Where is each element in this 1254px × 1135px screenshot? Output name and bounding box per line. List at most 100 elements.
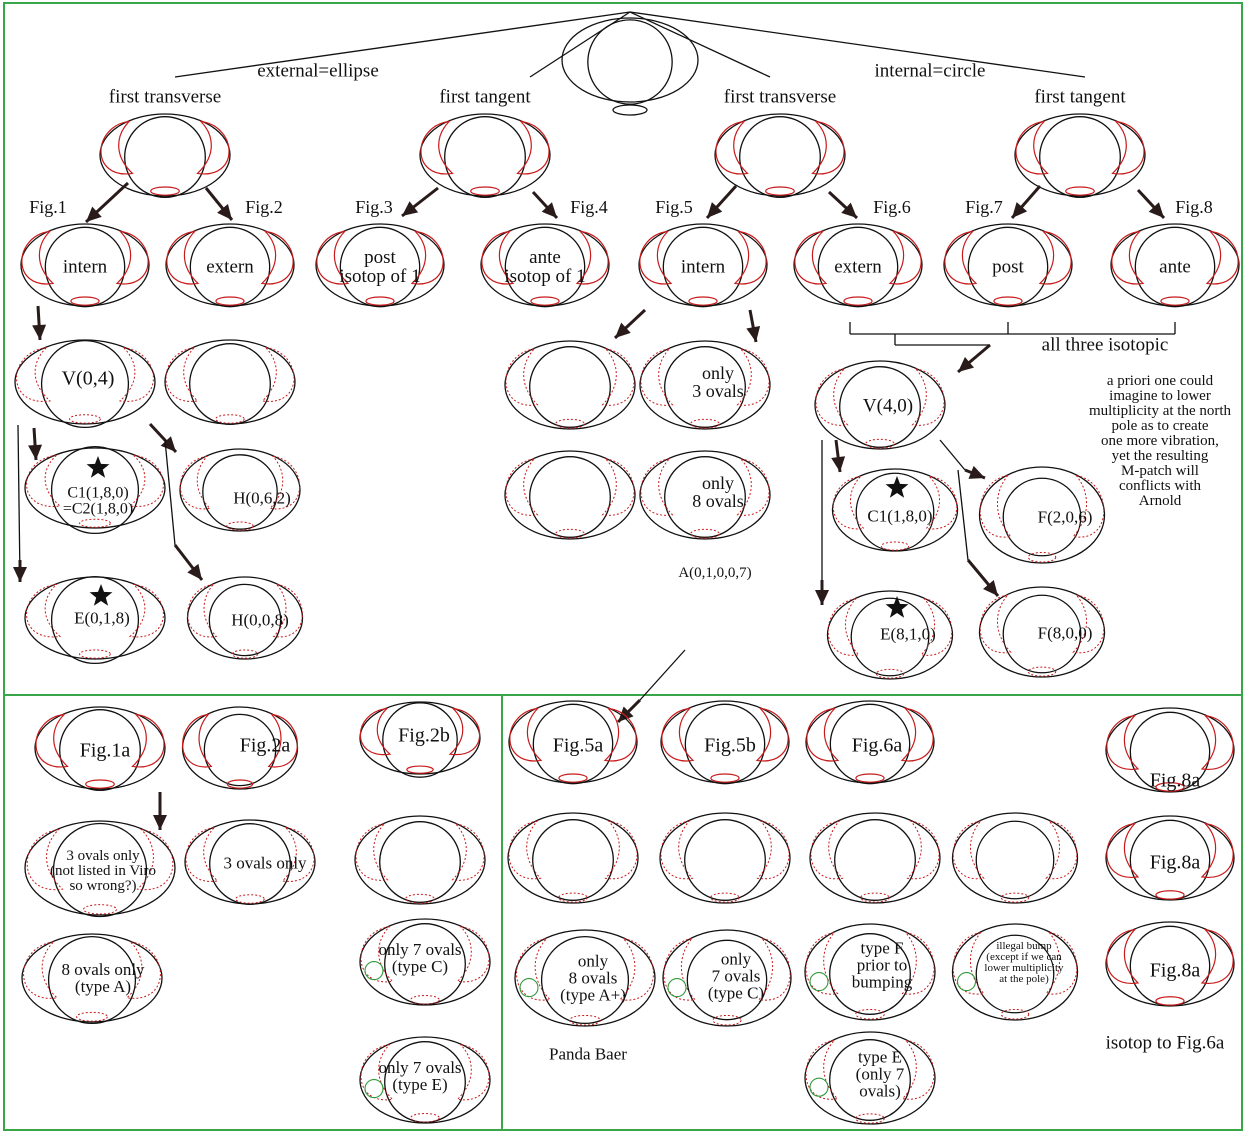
level1-figure-2: [714, 113, 846, 198]
bottom-mid-figure-3: [951, 812, 1079, 904]
fig-5-text: intern: [681, 256, 726, 277]
arrow-to-fig1: [84, 181, 130, 224]
label-f206: F(2,0,6): [1038, 508, 1093, 527]
arrow-fig5-left: [613, 308, 647, 340]
e018-figure: [24, 575, 166, 665]
label-h008: H(0,0,8): [231, 611, 289, 630]
fig5-left-figure: [504, 340, 636, 430]
f800-figure: [978, 586, 1106, 678]
label-all-three-isotopic: all three isotopic: [1042, 334, 1169, 355]
fig-2-label: Fig.2: [245, 197, 283, 217]
fig-7-figure: [943, 223, 1073, 308]
path-to-h008: [164, 439, 176, 546]
arrow-to-h008: [173, 544, 204, 581]
arrow-fig5-right: [746, 309, 761, 343]
v40-figure: [814, 360, 946, 450]
label-fig5a: Fig.5a: [553, 735, 604, 757]
fig1a-figure: [34, 706, 166, 791]
fig-6-text: extern: [834, 256, 882, 277]
arrow-to-fig8: [1136, 188, 1166, 220]
fig8a-figure-2: [1105, 815, 1235, 901]
fig-5-label: Fig.5: [655, 197, 693, 217]
fig-8-figure: [1110, 223, 1240, 308]
bottom-mid-figure-0: [507, 812, 639, 904]
label-e018: E(0,1,8): [74, 609, 130, 628]
label-h062: H(0,6,2): [233, 489, 291, 508]
bottom-mid-figure-1: [659, 812, 791, 904]
arrow-to-e810: [815, 580, 829, 605]
star-c1: [86, 456, 110, 478]
arrow-v04-e018: [13, 560, 27, 582]
fig-6-label: Fig.6: [873, 197, 911, 217]
branch-int-right: [629, 11, 1086, 78]
label-level1-2: first transverse: [724, 86, 836, 107]
root-figure: [561, 17, 699, 116]
only7-c-figure: [662, 929, 792, 1027]
fig-1-label: Fig.1: [29, 197, 67, 217]
label-a01007: A(0,1,0,0,7): [678, 565, 751, 581]
only8-figure: [639, 450, 771, 540]
label-fig8a-2: Fig.8a: [1150, 852, 1201, 874]
fig-8-label: Fig.8: [1175, 197, 1213, 217]
branch-ext-right: [529, 11, 631, 78]
arrow-v04-e018-shaft: [17, 424, 21, 581]
h008-figure: [186, 576, 304, 660]
arrow-fig5a-shaft: [639, 649, 686, 701]
fig2a-figure: [181, 706, 299, 790]
fig5-left2-figure: [504, 450, 636, 540]
v04-figure: [14, 339, 156, 429]
branch-int-left: [629, 11, 771, 78]
level1-figure-3: [1014, 113, 1146, 198]
arrow-to-fig3: [401, 186, 439, 218]
arrow-v04-h062: [148, 422, 178, 454]
label-internal-circle: internal=circle: [875, 60, 986, 81]
star-e018: [89, 584, 113, 606]
label-isotop-fig6a: isotop to Fig.6a: [1106, 1032, 1225, 1053]
eight-only-figure: [21, 933, 163, 1025]
star-e810: [885, 596, 909, 618]
arrow-to-fig4: [531, 190, 559, 220]
arrow-to-f800: [966, 559, 1000, 597]
arrow-fig1-v04: [32, 305, 47, 341]
label-f800: F(8,0,0): [1038, 624, 1093, 643]
arrow-to-fig6: [827, 190, 859, 220]
bottom-right-frame: [501, 694, 1243, 1131]
label-fig2a: Fig.2a: [240, 735, 291, 757]
e810-figure: [826, 590, 954, 680]
path-v40-f206: [939, 439, 966, 471]
fig-1-text: intern: [63, 256, 108, 277]
arrow-to-fig5: [705, 184, 738, 220]
label-three-only: 3 ovals only: [223, 854, 307, 873]
label-external-ellipse: external=ellipse: [257, 60, 379, 81]
illegal-bump-figure: [951, 923, 1079, 1021]
fig6a-figure: [805, 700, 935, 785]
fig5a-figure: [508, 700, 638, 785]
fig-2-figure: [165, 223, 295, 308]
fig-3-figure: [315, 223, 445, 308]
arrow-v40-c180: [831, 439, 846, 473]
fig-4-figure: [480, 223, 610, 308]
arrow-to-v40: [957, 343, 991, 374]
arrow-v04-c1: [28, 427, 43, 461]
fig2b-figure: [359, 701, 481, 778]
three-only-figure: [184, 819, 316, 905]
star-c180: [885, 476, 909, 498]
only8-aplus-figure: [514, 929, 656, 1027]
fig-1-figure: [20, 223, 150, 308]
arrow-to-fig2: [204, 187, 234, 221]
fig2b-child-figure: [354, 815, 486, 905]
branch-ext-left: [174, 11, 631, 78]
label-level1-0: first transverse: [109, 86, 221, 107]
fig-3-label: Fig.3: [355, 197, 393, 217]
seven-c-figure: [359, 918, 491, 1006]
label-level1-3: first tangent: [1034, 86, 1126, 107]
label-v40: V(4,0): [863, 395, 913, 416]
fig2-child-figure: [164, 339, 296, 425]
fig8a-figure-3: [1105, 921, 1235, 1007]
